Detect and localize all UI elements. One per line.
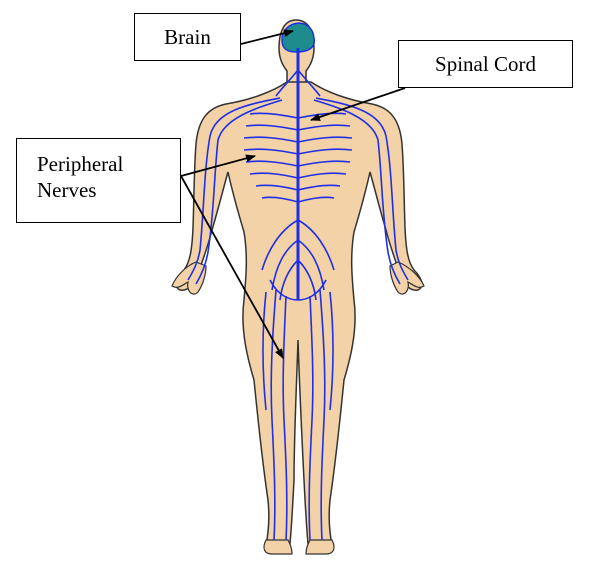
spinal-cord-label: Spinal Cord <box>435 51 536 77</box>
right-foot <box>306 540 334 554</box>
left-foot <box>264 540 292 554</box>
peripheral-label-line1: Peripheral <box>37 151 180 177</box>
brain-label: Brain <box>164 24 211 50</box>
brain-shape <box>282 23 314 52</box>
brain-label-box: Brain <box>134 13 241 61</box>
spinal-cord-label-box: Spinal Cord <box>398 40 573 88</box>
peripheral-nerves-label-box: Peripheral Nerves <box>16 138 181 223</box>
peripheral-label-line2: Nerves <box>37 177 180 203</box>
